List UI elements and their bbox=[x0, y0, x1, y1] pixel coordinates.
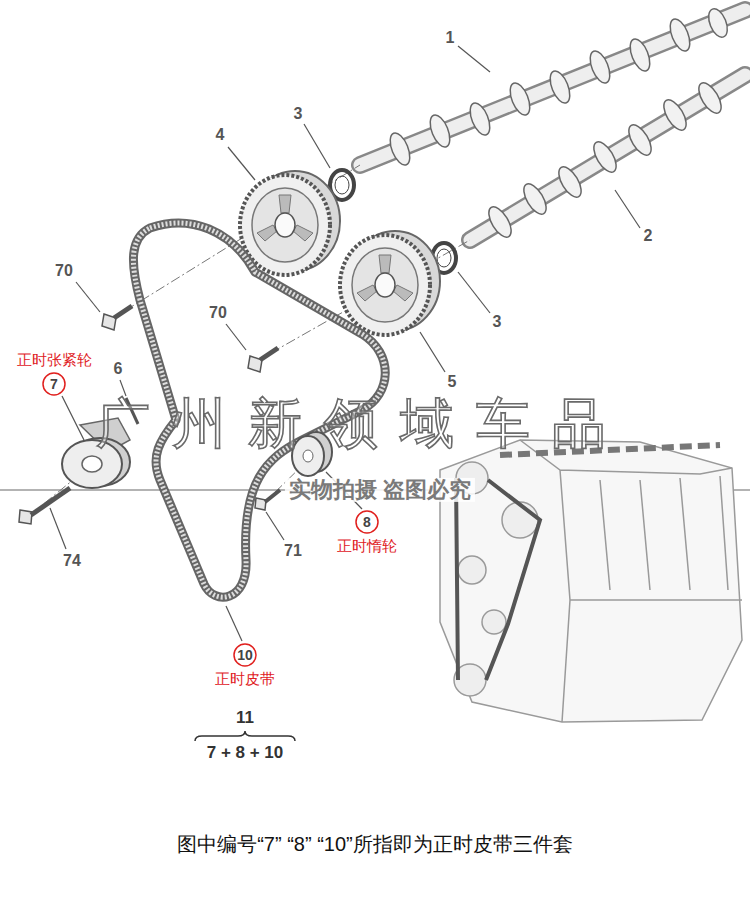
callout-number: 5 bbox=[448, 373, 457, 391]
camshaft-sprocket bbox=[340, 231, 440, 335]
callout-circle: 10 bbox=[233, 643, 257, 667]
callout-number: 7 bbox=[50, 376, 58, 392]
centre-line bbox=[30, 165, 470, 515]
callout-number: 70 bbox=[209, 304, 227, 322]
circle-outline bbox=[356, 511, 378, 533]
leader-line bbox=[50, 46, 640, 641]
callout-number: 1 bbox=[446, 29, 455, 47]
tensioner-callout: 正时张紧轮 7 bbox=[17, 350, 92, 398]
camshaft bbox=[470, 75, 745, 241]
watermark: 广州新领域车品 bbox=[96, 394, 628, 453]
callout-number: 4 bbox=[216, 126, 225, 144]
kit-number: 11 bbox=[236, 709, 254, 728]
camshaft-sprocket bbox=[240, 171, 340, 275]
part-name: 正时皮带 bbox=[215, 669, 275, 689]
circle-outline bbox=[43, 373, 65, 395]
callout-number: 71 bbox=[284, 542, 302, 560]
group-brace bbox=[195, 731, 295, 741]
callout-number: 10 bbox=[237, 647, 253, 663]
callout-number: 74 bbox=[63, 552, 81, 570]
callout-number: 6 bbox=[114, 360, 123, 378]
engine-block bbox=[440, 440, 742, 722]
callout-number: 70 bbox=[55, 262, 73, 280]
camshaft bbox=[360, 6, 745, 168]
idler-callout: 8 正时惰轮 bbox=[337, 508, 397, 556]
part-name: 正时张紧轮 bbox=[17, 350, 92, 370]
callout-number: 2 bbox=[644, 227, 653, 245]
part-name: 正时惰轮 bbox=[337, 536, 397, 556]
callout-number: 3 bbox=[294, 105, 303, 123]
circle-outline bbox=[234, 644, 256, 666]
watermark: 实物拍摄 盗图必究 bbox=[285, 478, 475, 502]
callout-circle: 7 bbox=[42, 372, 66, 396]
callout-number: 8 bbox=[363, 514, 371, 530]
kit-formula: 7 + 8 + 10 bbox=[207, 744, 284, 763]
callout-circle: 8 bbox=[355, 510, 379, 534]
belt-callout: 10 正时皮带 bbox=[215, 641, 275, 689]
callout-number: 3 bbox=[493, 313, 502, 331]
caption: 图中编号“7” “8” “10”所指即为正时皮带三件套 bbox=[0, 831, 750, 858]
